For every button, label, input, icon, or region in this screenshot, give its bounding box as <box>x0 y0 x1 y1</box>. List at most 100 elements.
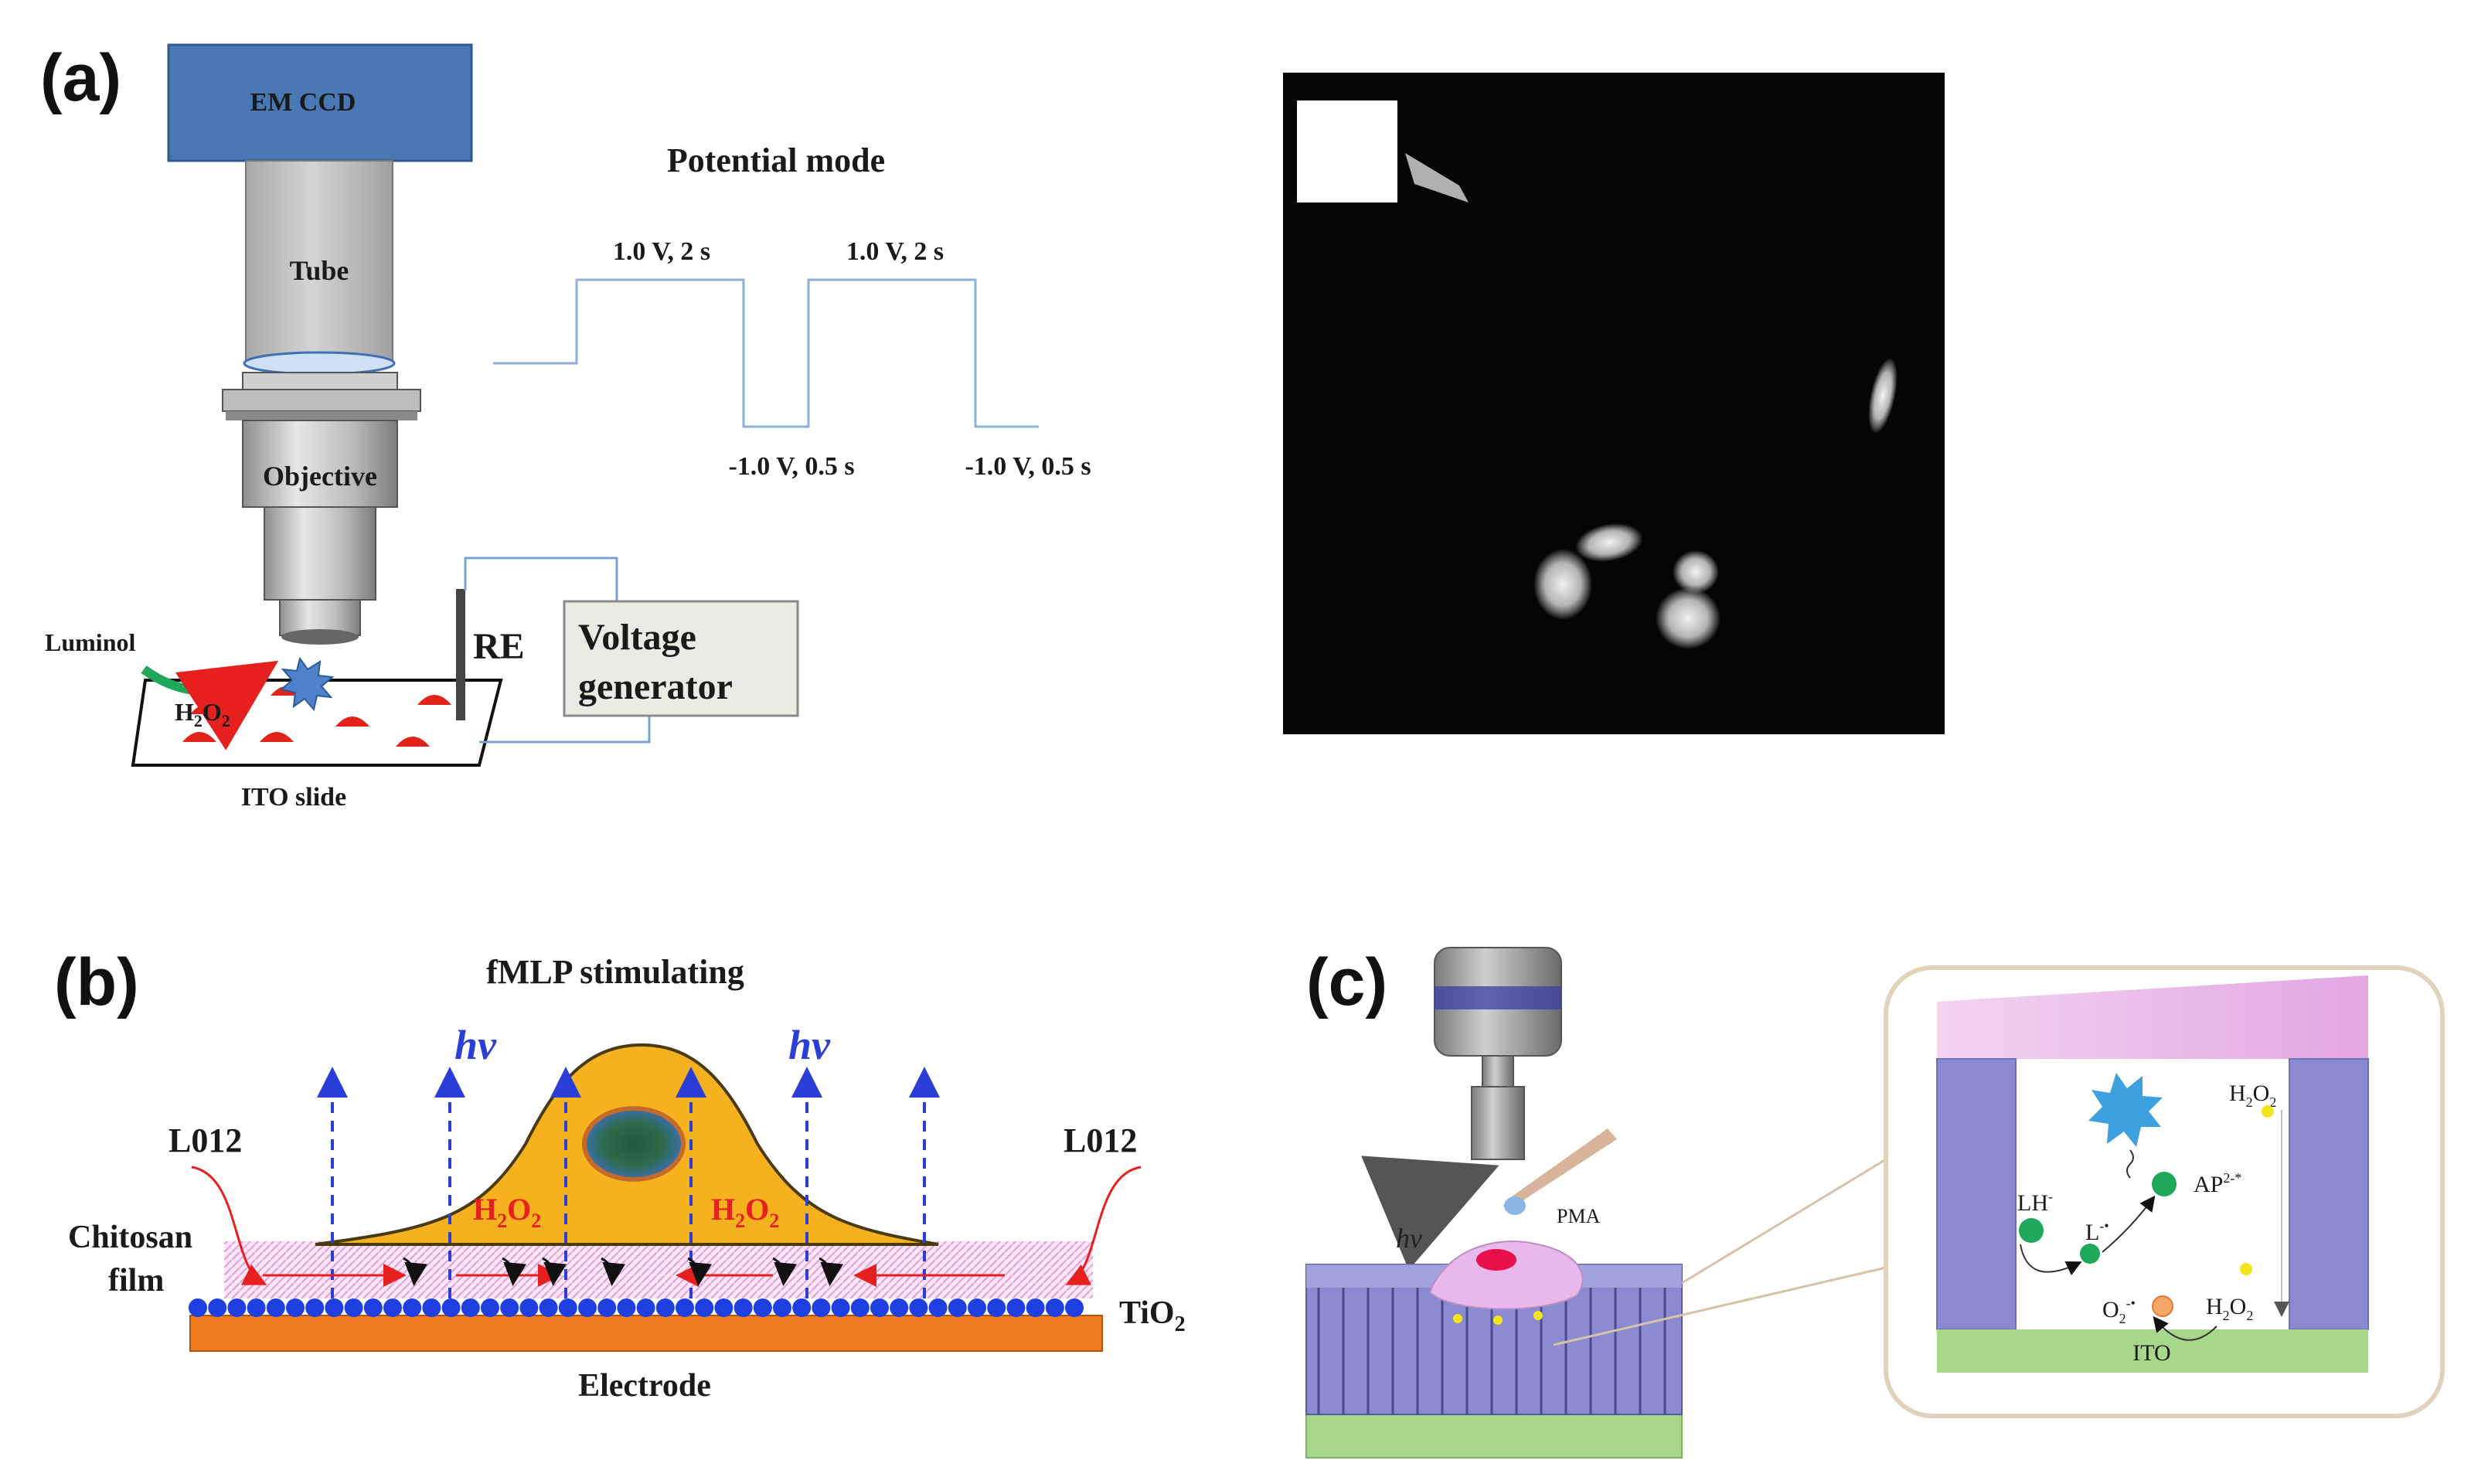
inset-burst <box>2088 1073 2163 1147</box>
panel-c: (c) hv PMA <box>1305 945 2445 1458</box>
electrode-label: Electrode <box>578 1368 711 1404</box>
voltage-generator-label-1: Voltage <box>578 617 696 658</box>
cell-spot-6 <box>1656 587 1720 649</box>
tio2-particle <box>655 1298 675 1317</box>
lh-molecule <box>2019 1218 2044 1243</box>
microscope-tube <box>245 160 393 364</box>
tio2-particle <box>968 1298 986 1317</box>
luminol-label: Luminol <box>45 628 135 656</box>
cell-spot-3 <box>1533 549 1592 620</box>
cell-nucleus <box>582 1106 686 1182</box>
ap-molecule <box>2152 1172 2177 1196</box>
tio2-particle <box>558 1298 577 1317</box>
o2-label: O2-• <box>2102 1295 2136 1326</box>
electrode-layer <box>189 1315 1103 1352</box>
inset-roof <box>1937 975 2368 1059</box>
c-h2o2-bottom: H2O2 <box>2206 1294 2253 1323</box>
l012-arrow-right <box>1065 1166 1142 1285</box>
callout-line-2 <box>1553 1266 1887 1346</box>
l012-arrow-left <box>191 1166 267 1285</box>
b-h2o2-right: H2O2 <box>711 1192 779 1232</box>
c-h2o2-top: H2O2 <box>2229 1081 2276 1110</box>
tio2-particle <box>266 1298 285 1317</box>
tio2-particle <box>1006 1298 1026 1317</box>
tio2-particle <box>305 1298 325 1317</box>
tio2-particle <box>1065 1298 1084 1317</box>
chitosan-label-2: film <box>108 1263 164 1298</box>
hv-label-right: hv <box>788 1022 831 1068</box>
tio2-particle <box>461 1298 480 1317</box>
c-hv-arrow <box>1361 1156 1499 1271</box>
camera-c <box>1434 947 1562 1160</box>
pma-pipette <box>1512 1128 1617 1203</box>
em-ccd-label: EM CCD <box>250 88 356 117</box>
chitosan-label-1: Chitosan <box>68 1220 192 1255</box>
tio2-particle <box>227 1298 247 1317</box>
tio2-particle <box>676 1298 694 1317</box>
callout-line-1 <box>1681 1158 1887 1285</box>
tio2-particle <box>403 1298 422 1317</box>
wire-bottom <box>479 711 651 744</box>
o2-molecule <box>2152 1295 2173 1317</box>
tio2-particle <box>578 1298 597 1317</box>
tio2-particle <box>948 1298 967 1317</box>
tio2-particle <box>597 1298 617 1317</box>
tio2-particle <box>363 1298 383 1317</box>
panel-a-label: (a) <box>40 41 121 115</box>
hv-label-left: hv <box>454 1022 497 1068</box>
tio2-particle <box>539 1298 558 1317</box>
tio2-particle <box>189 1298 207 1317</box>
tio2-particle <box>850 1298 870 1317</box>
tio2-particle <box>1026 1298 1045 1317</box>
lh-label: LH- <box>2017 1189 2053 1216</box>
ecl-micrograph <box>1283 73 1945 734</box>
l-to-ap-arrow <box>2102 1195 2156 1253</box>
re-label: RE <box>473 626 525 667</box>
tio2-particle <box>519 1298 539 1317</box>
c-cell-nucleus <box>1476 1249 1516 1271</box>
pma-label: PMA <box>1557 1205 1601 1227</box>
tio2-particle <box>500 1298 519 1317</box>
tio2-label: TiO2 <box>1119 1295 1186 1336</box>
l012-label-left: L012 <box>168 1122 242 1159</box>
tio2-particle <box>812 1298 831 1317</box>
panel-b: (b) fMLP stimulating Electrode TiO2 hv h… <box>54 945 1186 1404</box>
voltage-generator-label-2: generator <box>578 666 733 707</box>
pma-drop <box>1504 1196 1526 1215</box>
luminol-arrow <box>141 660 279 751</box>
tube-label: Tube <box>290 255 349 286</box>
l012-label-right: L012 <box>1064 1122 1137 1159</box>
tio2-particle <box>753 1298 772 1317</box>
emission-star <box>279 656 335 712</box>
cell-spot-4 <box>1575 523 1643 562</box>
pulse-low-2: -1.0 V, 0.5 s <box>965 452 1091 481</box>
pulse-low-1: -1.0 V, 0.5 s <box>728 452 854 481</box>
spark-top <box>2262 1105 2274 1118</box>
pulse-high-2: 1.0 V, 2 s <box>846 237 944 266</box>
tio2-particle <box>890 1298 909 1317</box>
b-h2o2-left: H2O2 <box>473 1192 541 1232</box>
reaction-arrows <box>403 1257 844 1286</box>
tio2-particle <box>617 1298 636 1317</box>
cell-spot-2 <box>1868 357 1897 434</box>
tio2-particle <box>987 1298 1006 1317</box>
pulse-high-1: 1.0 V, 2 s <box>613 237 710 266</box>
c-emission-dots <box>1453 1311 1543 1325</box>
tube-lens <box>243 351 396 376</box>
potential-waveform <box>493 278 1039 428</box>
tio2-particle <box>928 1298 948 1317</box>
objective-label: Objective <box>263 461 377 492</box>
cell-spot-1 <box>1405 153 1469 203</box>
tio2-particle <box>441 1298 461 1317</box>
fmlp-title: fMLP stimulating <box>486 953 744 991</box>
ito-label: ITO <box>2132 1340 2170 1366</box>
tio2-particle <box>286 1298 305 1317</box>
l-radical-molecule <box>2080 1244 2100 1264</box>
c-cell <box>1428 1241 1584 1310</box>
tio2-particle <box>695 1298 714 1317</box>
tio2-particle <box>422 1298 441 1317</box>
reference-electrode <box>456 589 465 720</box>
tio2-particle <box>636 1298 655 1317</box>
a-h2o2-label: H2O2 <box>175 698 230 730</box>
chitosan-film <box>224 1241 1093 1298</box>
